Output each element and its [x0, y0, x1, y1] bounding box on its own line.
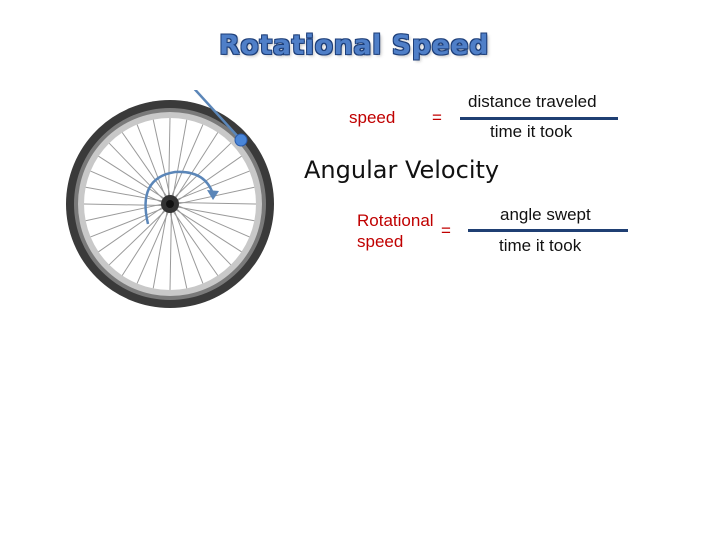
- spoke: [175, 155, 242, 203]
- equals-sign-2: =: [441, 221, 451, 240]
- spoke: [108, 142, 166, 202]
- spoke: [98, 155, 167, 200]
- spoke: [152, 119, 171, 199]
- tangent-velocity-arrow: [193, 90, 242, 141]
- hub-axle: [166, 200, 174, 208]
- spoke: [175, 204, 250, 238]
- spoke: [90, 170, 165, 204]
- spoke: [172, 142, 232, 200]
- spoke: [169, 209, 188, 289]
- fraction-bar-2: [468, 229, 628, 232]
- spoke: [172, 119, 188, 199]
- rotational-speed-label: Rotational speed: [357, 210, 434, 252]
- spoke: [175, 206, 255, 222]
- spoke: [108, 208, 168, 266]
- page-title: Rotational Speed: [219, 30, 489, 61]
- spoke: [152, 209, 168, 289]
- numerator-angle: angle swept: [500, 205, 591, 224]
- wheel: [66, 100, 274, 308]
- rotational-label-line2: speed: [357, 232, 404, 251]
- spoke: [175, 202, 257, 205]
- equals-sign: =: [432, 108, 442, 127]
- fraction-bar: [460, 117, 618, 120]
- rotation-arc: [144, 170, 215, 225]
- denominator-time-2: time it took: [499, 236, 582, 255]
- spoke: [169, 209, 172, 291]
- spoke: [85, 186, 165, 202]
- spoke: [83, 203, 165, 206]
- spokes: [83, 117, 257, 291]
- spoke: [90, 207, 166, 238]
- spoke: [174, 170, 250, 201]
- spoke: [173, 208, 204, 284]
- speed-label: speed: [349, 108, 396, 127]
- denominator-time: time it took: [490, 122, 573, 141]
- spoke: [98, 205, 165, 253]
- spoke: [136, 124, 167, 200]
- spoke: [170, 124, 204, 199]
- spoke: [168, 117, 171, 199]
- spoke: [171, 209, 219, 276]
- numerator-distance: distance traveled: [468, 92, 597, 111]
- spoke: [173, 208, 242, 253]
- spoke: [174, 132, 219, 201]
- section-subtitle: Angular Velocity: [304, 156, 500, 184]
- bicycle-wheel-diagram: [66, 90, 274, 308]
- spoke: [121, 207, 166, 276]
- spoke: [85, 203, 165, 222]
- rotational-label-line1: Rotational: [357, 211, 434, 230]
- rotation-arrowhead-icon: [207, 190, 219, 200]
- spoke: [174, 206, 232, 266]
- rim-point: [234, 133, 248, 147]
- spoke: [121, 132, 169, 199]
- spoke: [136, 209, 170, 284]
